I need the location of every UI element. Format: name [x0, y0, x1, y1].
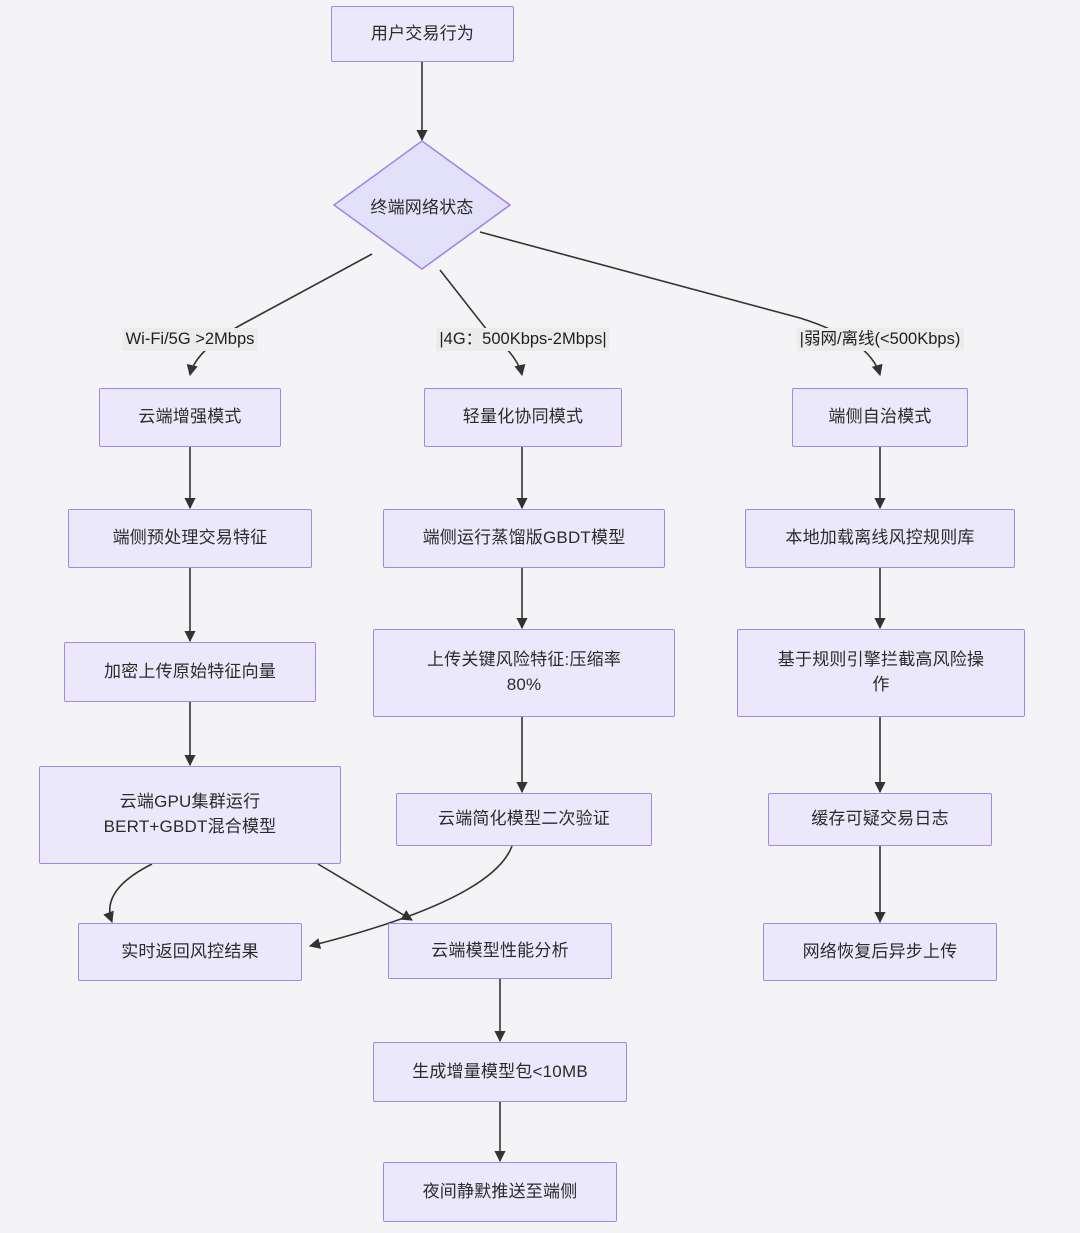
node-night-push-label: 夜间静默推送至端侧	[422, 1181, 578, 1201]
node-gpu-cluster[interactable]: 云端GPU集群运行 BERT+GBDT混合模型	[39, 766, 341, 864]
decision-diamond-shape	[333, 140, 511, 270]
node-cache-logs-label: 缓存可疑交易日志	[811, 809, 949, 829]
node-edge-preprocess-label: 端侧预处理交易特征	[112, 528, 268, 548]
node-local-rules-label: 本地加载离线风控规则库	[785, 528, 975, 548]
edge-decision-to-offline-mode	[479, 231, 883, 377]
edge-label-lte-branch: |4G：500Kbps-2Mbps|	[436, 328, 610, 352]
node-offline-mode-label: 端侧自治模式	[828, 407, 932, 427]
node-cloud-verify[interactable]: 云端简化模型二次验证	[396, 793, 652, 846]
node-encrypt-upload-label: 加密上传原始特征向量	[104, 661, 276, 681]
node-incremental-pkg-label: 生成增量模型包<10MB	[412, 1061, 588, 1081]
node-rule-engine-block-label: 基于规则引擎拦截高风险操 作	[777, 650, 985, 694]
node-async-upload[interactable]: 网络恢复后异步上传	[763, 923, 997, 981]
node-distilled-gbdt-label: 端侧运行蒸馏版GBDT模型	[422, 528, 626, 548]
node-perf-analysis-label: 云端模型性能分析	[431, 940, 569, 960]
node-realtime-result-label: 实时返回风控结果	[121, 941, 259, 961]
node-upload-features-label: 上传关键风险特征:压缩率 80%	[426, 650, 622, 694]
node-decision[interactable]: 终端网络状态	[333, 140, 511, 270]
node-perf-analysis[interactable]: 云端模型性能分析	[388, 923, 612, 979]
edge-gpu-cluster-to-perf-analysis	[317, 863, 413, 921]
node-decision-label: 终端网络状态	[370, 197, 474, 217]
node-night-push[interactable]: 夜间静默推送至端侧	[383, 1162, 617, 1222]
node-cloud-mode[interactable]: 云端增强模式	[99, 388, 281, 447]
node-edge-preprocess[interactable]: 端侧预处理交易特征	[68, 509, 312, 568]
node-start-label: 用户交易行为	[370, 23, 475, 43]
node-cloud-verify-label: 云端简化模型二次验证	[438, 809, 610, 829]
node-start[interactable]: 用户交易行为	[331, 6, 514, 62]
edge-label-wifi-branch: Wi-Fi/5G >2Mbps	[122, 328, 258, 352]
edge-decision-to-cloud-mode	[186, 253, 373, 377]
node-encrypt-upload[interactable]: 加密上传原始特征向量	[64, 642, 316, 702]
edge-label-weak-branch: |弱网/离线(<500Kbps)	[796, 328, 964, 352]
node-async-upload-label: 网络恢复后异步上传	[802, 941, 958, 961]
node-cache-logs[interactable]: 缓存可疑交易日志	[768, 793, 992, 846]
edge-gpu-cluster-to-realtime-result	[103, 863, 153, 924]
node-realtime-result[interactable]: 实时返回风控结果	[78, 923, 302, 981]
node-distilled-gbdt[interactable]: 端侧运行蒸馏版GBDT模型	[383, 509, 665, 568]
node-upload-features[interactable]: 上传关键风险特征:压缩率 80%	[373, 629, 675, 717]
node-light-mode-label: 轻量化协同模式	[462, 407, 584, 427]
node-cloud-mode-label: 云端增强模式	[138, 407, 242, 427]
node-light-mode[interactable]: 轻量化协同模式	[424, 388, 622, 447]
node-incremental-pkg[interactable]: 生成增量模型包<10MB	[373, 1042, 627, 1102]
node-local-rules[interactable]: 本地加载离线风控规则库	[745, 509, 1015, 568]
node-rule-engine-block[interactable]: 基于规则引擎拦截高风险操 作	[737, 629, 1025, 717]
node-gpu-cluster-label: 云端GPU集群运行 BERT+GBDT混合模型	[103, 792, 277, 836]
node-offline-mode[interactable]: 端侧自治模式	[792, 388, 968, 447]
edge-decision-to-light-mode	[439, 269, 526, 377]
